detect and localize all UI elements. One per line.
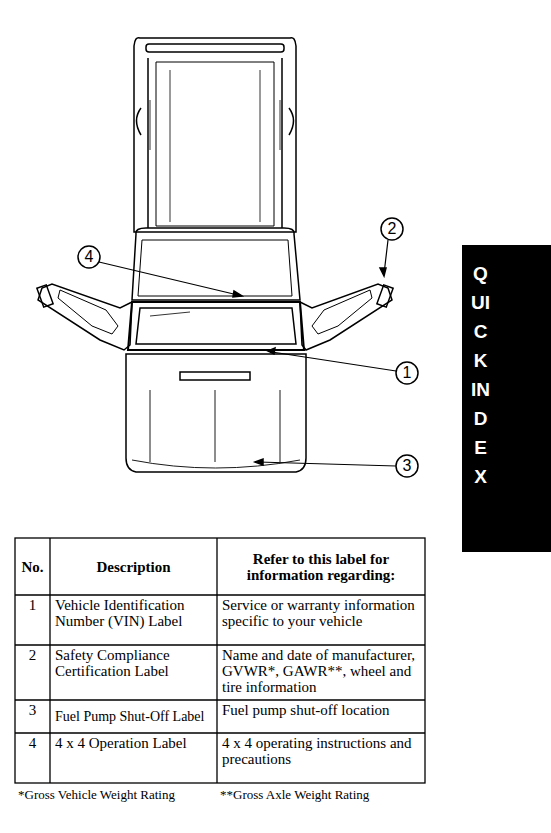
table-cell: 3: [15, 702, 50, 718]
table-cell: Name and date of manufacturer, GVWR*, GA…: [217, 647, 425, 695]
table-cell: Safety Compliance Certification Label: [50, 647, 217, 679]
tab-text: QUICK INDEX: [471, 259, 490, 491]
table-cell: 4: [15, 735, 50, 751]
table-header: No.: [15, 559, 50, 575]
table-cell: Fuel pump shut-off location: [217, 702, 425, 718]
footnote: **Gross Axle Weight Rating: [220, 787, 369, 803]
table-cell: 1: [15, 597, 50, 613]
table-cell: Vehicle Identification Number (VIN) Labe…: [50, 597, 217, 629]
table-header: Description: [50, 559, 217, 575]
table-cell: 2: [15, 647, 50, 663]
callout-number: 3: [396, 457, 418, 475]
callout-number: 2: [381, 220, 403, 238]
callout-number: 4: [78, 248, 100, 266]
table-cell: Service or warranty information specific…: [217, 597, 425, 629]
footnote: *Gross Vehicle Weight Rating: [18, 787, 175, 803]
table-cell: Fuel Pump Shut-Off Label: [50, 709, 217, 724]
index-tab: QUICK INDEX: [462, 245, 551, 552]
table-cell: 4 x 4 Operation Label: [50, 735, 217, 751]
table-header: Refer to this label for information rega…: [217, 551, 425, 583]
callout-number: 1: [396, 364, 418, 382]
table-cell: 4 x 4 operating instructions and precaut…: [217, 735, 425, 767]
